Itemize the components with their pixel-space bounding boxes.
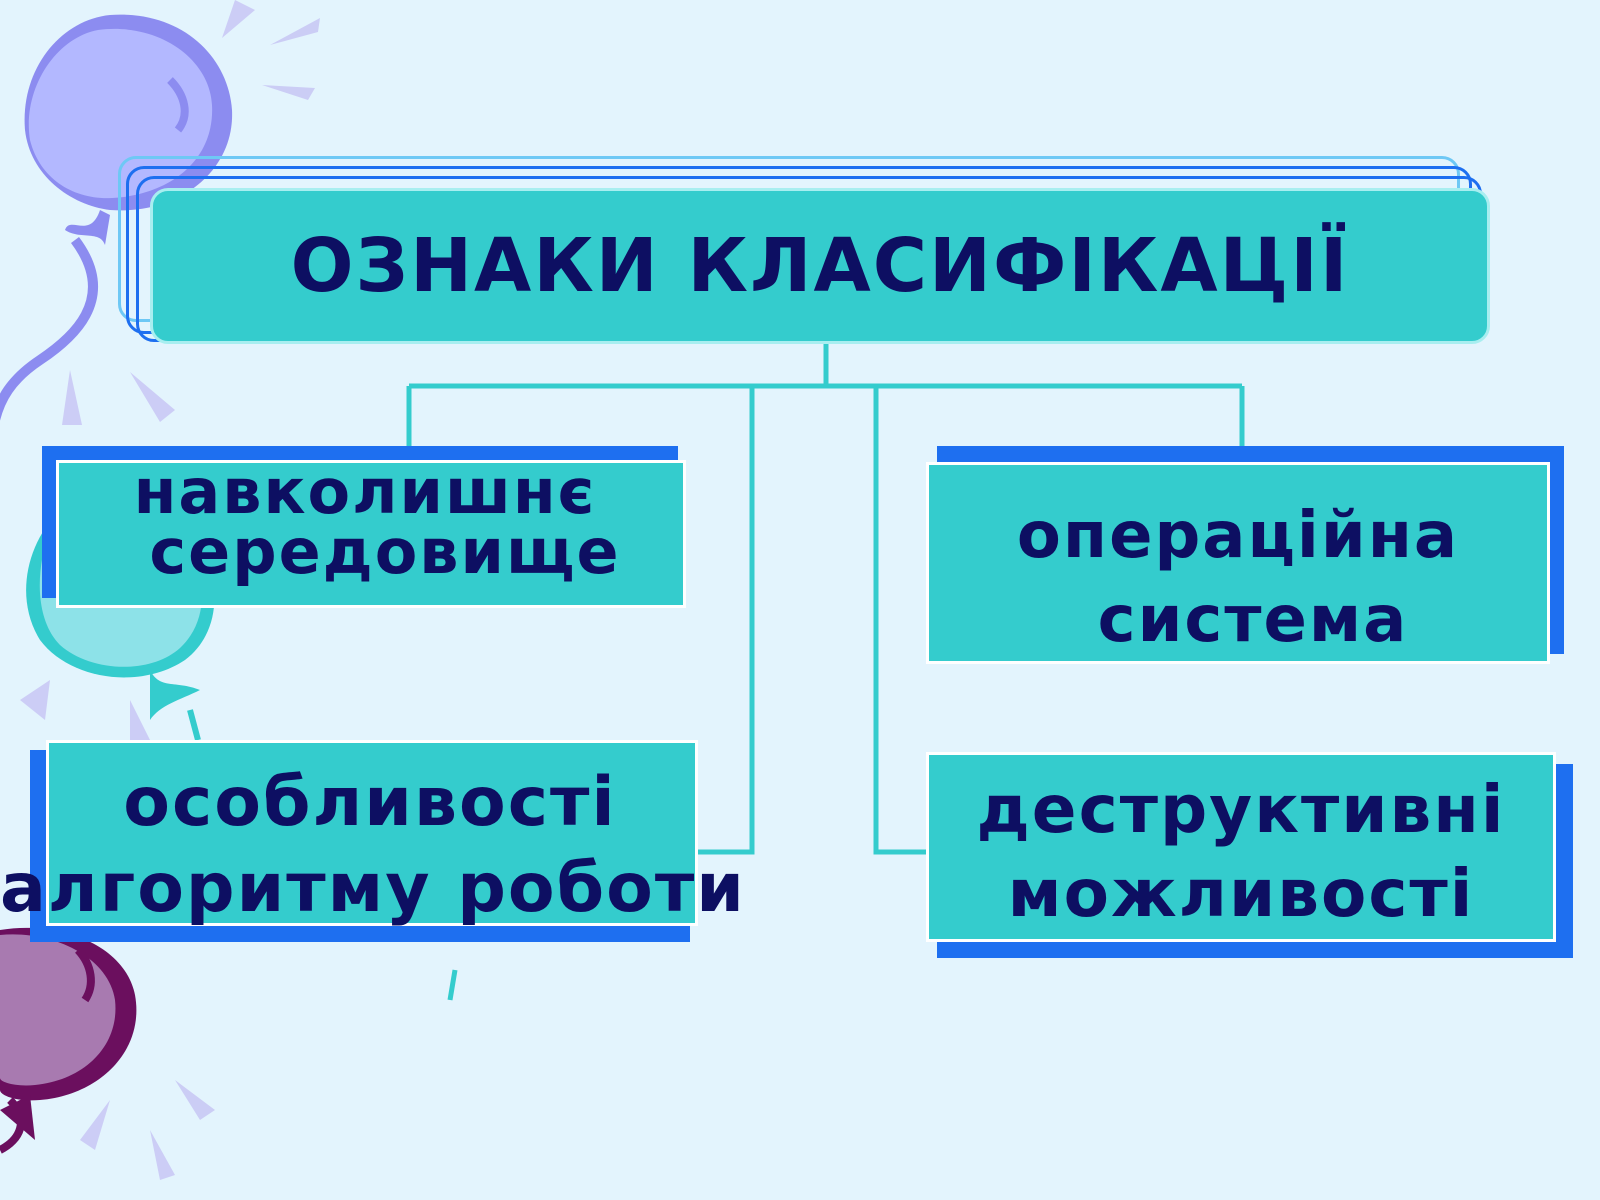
category-label-algorithm: особливості алгоритму роботи <box>0 760 746 932</box>
category-label-line1: навколишнє <box>133 455 597 528</box>
diagram-title: ОЗНАКИ КЛАСИФІКАЦІЇ <box>290 223 1350 309</box>
category-label-line2: система <box>1097 583 1409 657</box>
category-label-destructive: деструктивні можливості <box>926 768 1556 936</box>
category-label-line2: середовище <box>149 515 621 588</box>
category-label-os: операційна система <box>926 494 1550 662</box>
title-box: ОЗНАКИ КЛАСИФІКАЦІЇ <box>150 188 1490 344</box>
category-label-line1: операційна <box>1016 499 1460 573</box>
category-box-os <box>926 462 1550 664</box>
category-label-line1: особливості <box>123 763 617 842</box>
category-box-destructive <box>926 752 1556 942</box>
category-box-environment <box>56 460 686 608</box>
category-label-line2: алгоритму роботи <box>0 849 746 928</box>
category-label-line2: можливості <box>1007 855 1475 932</box>
category-label-environment: навколишнє середовище <box>60 461 710 588</box>
category-label-line1: деструктивні <box>976 771 1506 848</box>
category-box-algorithm <box>46 740 698 926</box>
